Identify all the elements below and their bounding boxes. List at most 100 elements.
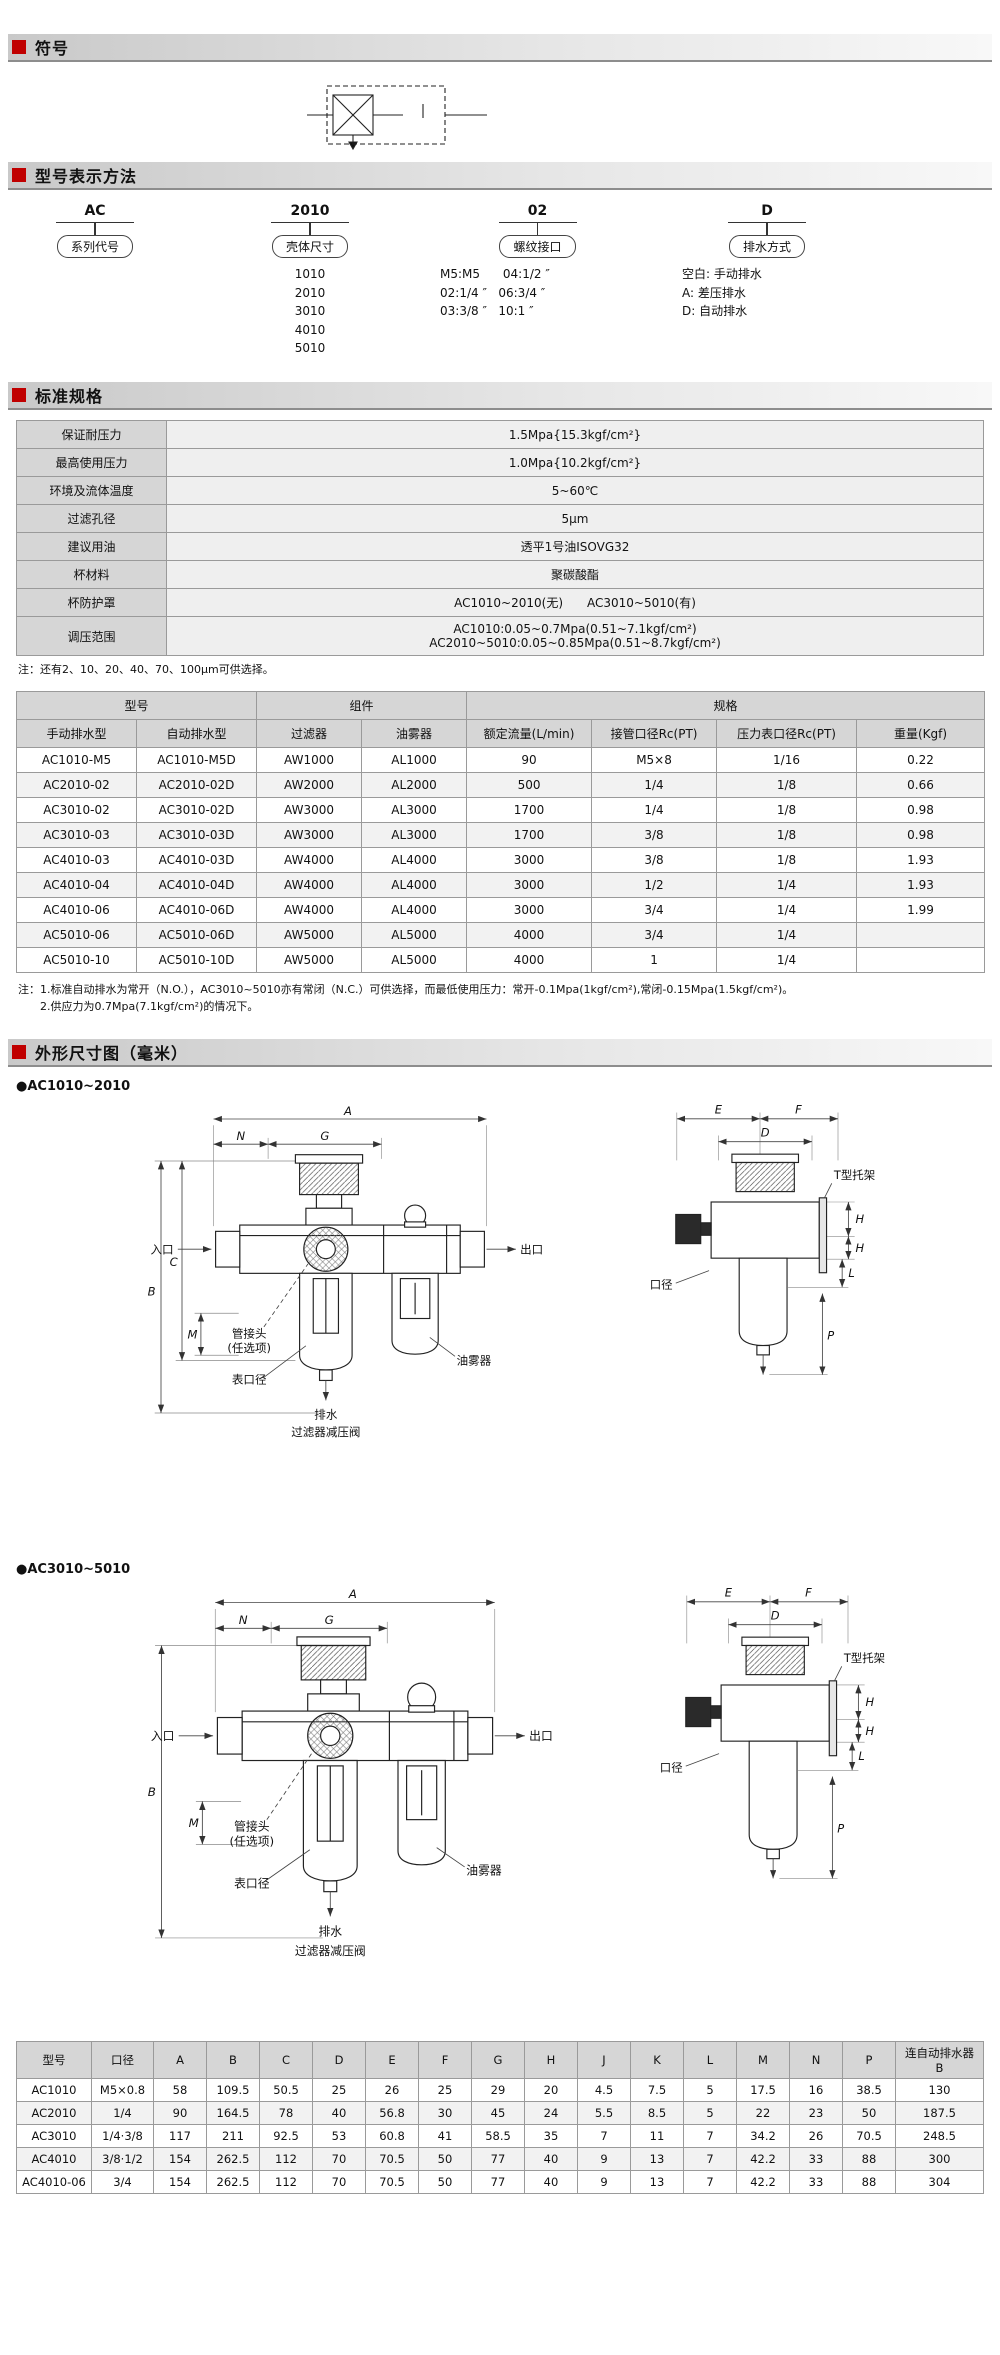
body-side xyxy=(720,1684,830,1742)
table-cell: 90 xyxy=(153,2100,207,2125)
models-note-2: 2.供应力为0.7Mpa(7.1kgf/cm²)的情况下。 xyxy=(40,999,259,1013)
table-cell: 500 xyxy=(466,771,593,798)
table-cell: 13 xyxy=(630,2169,684,2194)
label-inlet: 入口 xyxy=(151,1729,175,1743)
dim-label-H2: H xyxy=(856,1241,865,1255)
pneumatic-symbol-wrap xyxy=(305,78,490,152)
option-line: 空白: 手动排水 xyxy=(682,267,762,281)
dim-label-F: F xyxy=(805,1585,812,1599)
table-cell: AL5000 xyxy=(361,946,468,973)
table-cell: AW2000 xyxy=(256,771,363,798)
bowl-side xyxy=(738,1257,788,1346)
dim-label-F: F xyxy=(795,1102,802,1116)
dim-label-N: N xyxy=(236,1129,245,1143)
table-cell: 7 xyxy=(683,2123,737,2148)
table-cell: 3/4 xyxy=(591,896,718,923)
model-code-column-thread: 02 螺纹接口 M5:M5 04:1/2 ″02:1/4 ″ 06:3/4 ″0… xyxy=(430,200,645,321)
front-view-drawing-small: A N G B C M xyxy=(148,1103,544,1439)
table-cell: 11 xyxy=(630,2123,684,2148)
column-header: 额定流量(L/min) xyxy=(466,718,593,748)
label-drain: 排水 xyxy=(314,1407,338,1421)
label-t-bracket: T型托架 xyxy=(843,1651,885,1665)
label-inlet: 入口 xyxy=(151,1242,174,1256)
models-table-notes: 注：1.标准自动排水为常开（N.O.），AC3010~5010亦有常闭（N.C.… xyxy=(18,981,1000,1015)
dim-label-D: D xyxy=(761,1125,770,1139)
t-bracket xyxy=(818,1196,828,1273)
table-cell: AL2000 xyxy=(361,771,468,798)
dim-label-D: D xyxy=(771,1608,780,1622)
table-cell: 70 xyxy=(312,2146,366,2171)
table-cell: 1/4 xyxy=(591,796,718,823)
column-header: M xyxy=(736,2040,790,2079)
table-cell: AC1010:0.05~0.7Mpa(0.51~7.1kgf/cm²) AC20… xyxy=(166,616,984,656)
section-header-dimensions: 外形尺寸图（毫米） xyxy=(8,1038,992,1067)
dim-label-N: N xyxy=(239,1613,248,1627)
table-cell: AC4010-06 xyxy=(16,896,137,923)
table-cell: AC3010-03D xyxy=(135,821,258,848)
table-cell: AC3010-02D xyxy=(135,796,258,823)
table-cell: AC3010 xyxy=(16,2123,92,2148)
table-cell: AC3010-02 xyxy=(16,796,137,823)
drawing-caption-group2: ●AC3010~5010 xyxy=(16,1561,131,1577)
table-cell: 300 xyxy=(895,2146,984,2171)
table-cell: 92.5 xyxy=(259,2123,313,2148)
table-cell: 26 xyxy=(365,2077,419,2102)
table-cell: 1/4·3/8 xyxy=(91,2123,154,2148)
table-cell: 0.66 xyxy=(856,771,986,798)
dim-label-G: G xyxy=(325,1613,334,1627)
table-cell: 最高使用压力 xyxy=(16,448,167,477)
column-header: F xyxy=(418,2040,472,2079)
table-cell: 25 xyxy=(418,2077,472,2102)
table-cell: 112 xyxy=(259,2146,313,2171)
front-view-drawing-large: A N G B M xyxy=(148,1587,553,1958)
table-cell: 20 xyxy=(524,2077,578,2102)
table-cell: 5~60℃ xyxy=(166,476,984,505)
table-cell: 5μm xyxy=(166,504,984,533)
table-cell: 58.5 xyxy=(471,2123,525,2148)
table-cell: 88 xyxy=(842,2169,896,2194)
table-cell: 50.5 xyxy=(259,2077,313,2102)
dim-label-B: B xyxy=(148,1284,156,1298)
red-square-icon xyxy=(12,40,26,54)
model-code-options-thread: M5:M5 04:1/2 ″02:1/4 ″ 06:3/4 ″03:3/8 ″ … xyxy=(430,265,645,321)
column-header: L xyxy=(683,2040,737,2079)
model-code-body-size: 2010 xyxy=(271,203,349,223)
section-header-symbol: 符号 xyxy=(8,34,992,62)
label-drain: 排水 xyxy=(318,1924,342,1938)
column-header: 油雾器 xyxy=(361,718,468,748)
label-fitting: 管接头 xyxy=(232,1326,267,1340)
label-filter-valve: 过滤器减压阀 xyxy=(295,1944,366,1958)
table-cell: 环境及流体温度 xyxy=(16,476,167,505)
connector-line xyxy=(536,223,539,235)
option-line: D: 自动排水 xyxy=(682,304,748,319)
table-cell: 112 xyxy=(259,2169,313,2194)
option-line: A: 差压排水 xyxy=(682,285,746,300)
drain-valve xyxy=(318,1368,333,1381)
table-cell: AC1010-M5D xyxy=(135,746,258,773)
table-cell: AC5010-10 xyxy=(16,946,137,973)
column-header: G xyxy=(471,2040,525,2079)
table-cell: 4000 xyxy=(466,946,593,973)
table-cell: 7 xyxy=(683,2146,737,2171)
label-filter-valve: 过滤器减压阀 xyxy=(291,1425,360,1439)
table-cell: 1/4 xyxy=(716,896,858,923)
table-cell: 3/4 xyxy=(91,2169,154,2194)
table-cell: 0.98 xyxy=(856,821,986,848)
dim-label-H2: H xyxy=(866,1724,875,1738)
table-cell: 1/4 xyxy=(91,2100,154,2125)
table-cell: 33 xyxy=(789,2169,843,2194)
regulator-knob xyxy=(300,1644,367,1681)
model-code-column-series: AC 系列代号 xyxy=(30,200,160,265)
table-cell: 1/2 xyxy=(591,871,718,898)
table-cell: 1/8 xyxy=(716,821,858,848)
specs-note: 注：还有2、10、20、40、70、100μm可供选择。 xyxy=(18,663,274,676)
table-cell: 0.98 xyxy=(856,796,986,823)
